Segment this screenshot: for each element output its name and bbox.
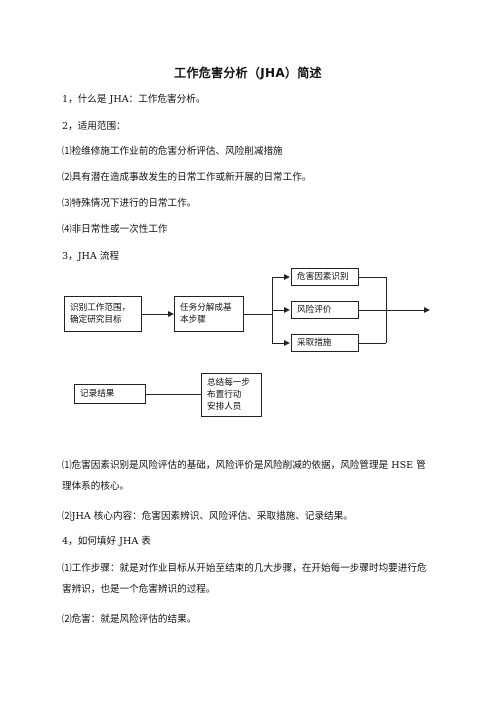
flow-arrow-icon bbox=[284, 340, 290, 346]
flow-box-task-breakdown-line2: 本步骤 bbox=[180, 315, 206, 325]
fill-step-1-paragraph: ⑴工作步骤：就是对作业目标从开始至结束的几大步骤，在开始每一步骤时均要进行危害辨… bbox=[62, 563, 427, 595]
flow-box-summary-line1: 总结每一步 bbox=[207, 378, 250, 388]
flow-box-risk-evaluation-label: 风险评价 bbox=[297, 305, 332, 315]
flow-connector bbox=[359, 277, 386, 278]
flow-connector bbox=[272, 343, 286, 344]
section-2-heading: 2，适用范围： bbox=[62, 121, 126, 132]
flow-box-hazard-identification: 危害因素识别 bbox=[291, 268, 359, 286]
flow-connector bbox=[272, 310, 286, 311]
flow-box-summary: 总结每一步 布置行动 安排人员 bbox=[201, 373, 262, 417]
note-2-paragraph: ⑵JHA 核心内容：危害因素辨识、风险评估、采取措施、记录结果。 bbox=[62, 511, 353, 522]
flow-box-summary-line3: 安排人员 bbox=[207, 402, 242, 412]
flow-box-control-measures-label: 采取措施 bbox=[297, 338, 332, 348]
flow-box-hazard-identification-label: 危害因素识别 bbox=[297, 272, 349, 282]
flow-box-task-breakdown: 任务分解成基 本步骤 bbox=[174, 296, 244, 332]
flow-box-identify-scope-line2: 确定研究目标 bbox=[70, 315, 122, 325]
flow-box-identify-scope: 识别工作范围， 确定研究目标 bbox=[64, 296, 142, 332]
flow-box-identify-scope-line1: 识别工作范围， bbox=[70, 303, 131, 313]
flow-connector bbox=[359, 343, 386, 344]
flow-connector bbox=[359, 310, 386, 311]
flow-connector bbox=[244, 314, 272, 315]
flow-arrow-icon bbox=[284, 307, 290, 313]
flow-box-task-breakdown-line1: 任务分解成基 bbox=[180, 303, 232, 313]
flow-arrow-icon bbox=[284, 274, 290, 280]
document-title: 工作危害分析（JHA）简述 bbox=[174, 66, 322, 80]
flow-box-record-results: 记录结果 bbox=[74, 384, 146, 404]
flow-box-summary-line2: 布置行动 bbox=[207, 390, 242, 400]
scope-item-3: ⑶特殊情况下进行的日常工作。 bbox=[62, 198, 197, 209]
note-1-paragraph: ⑴危害因素识别是风险评估的基础，风险评价是风险削减的依据，风险管理是 HSE 管… bbox=[62, 460, 426, 492]
flow-connector bbox=[142, 314, 170, 315]
flow-box-control-measures: 采取措施 bbox=[291, 334, 359, 352]
flow-connector bbox=[146, 394, 201, 395]
scope-item-2: ⑵具有潜在造成事故发生的日常工作或新开展的日常工作。 bbox=[62, 172, 312, 183]
flow-connector bbox=[272, 277, 286, 278]
flow-arrow-icon bbox=[168, 311, 174, 317]
section-3-heading: 3，JHA 流程 bbox=[62, 251, 120, 262]
flow-arrow-icon bbox=[424, 307, 430, 313]
section-1-heading: 1，什么是 JHA：工作危害分析。 bbox=[62, 94, 206, 105]
section-4-heading: 4，如何填好 JHA 表 bbox=[62, 536, 151, 547]
fill-step-2-paragraph: ⑵危害：就是风险评估的结果。 bbox=[62, 614, 197, 625]
scope-item-1: ⑴检维修施工作业前的危害分析评估、风险削减措施 bbox=[62, 146, 283, 157]
scope-item-4: ⑷非日常性或一次性工作 bbox=[62, 224, 168, 235]
flow-connector bbox=[386, 310, 424, 311]
flow-box-record-results-label: 记录结果 bbox=[80, 389, 115, 399]
flow-box-risk-evaluation: 风险评价 bbox=[291, 301, 359, 319]
